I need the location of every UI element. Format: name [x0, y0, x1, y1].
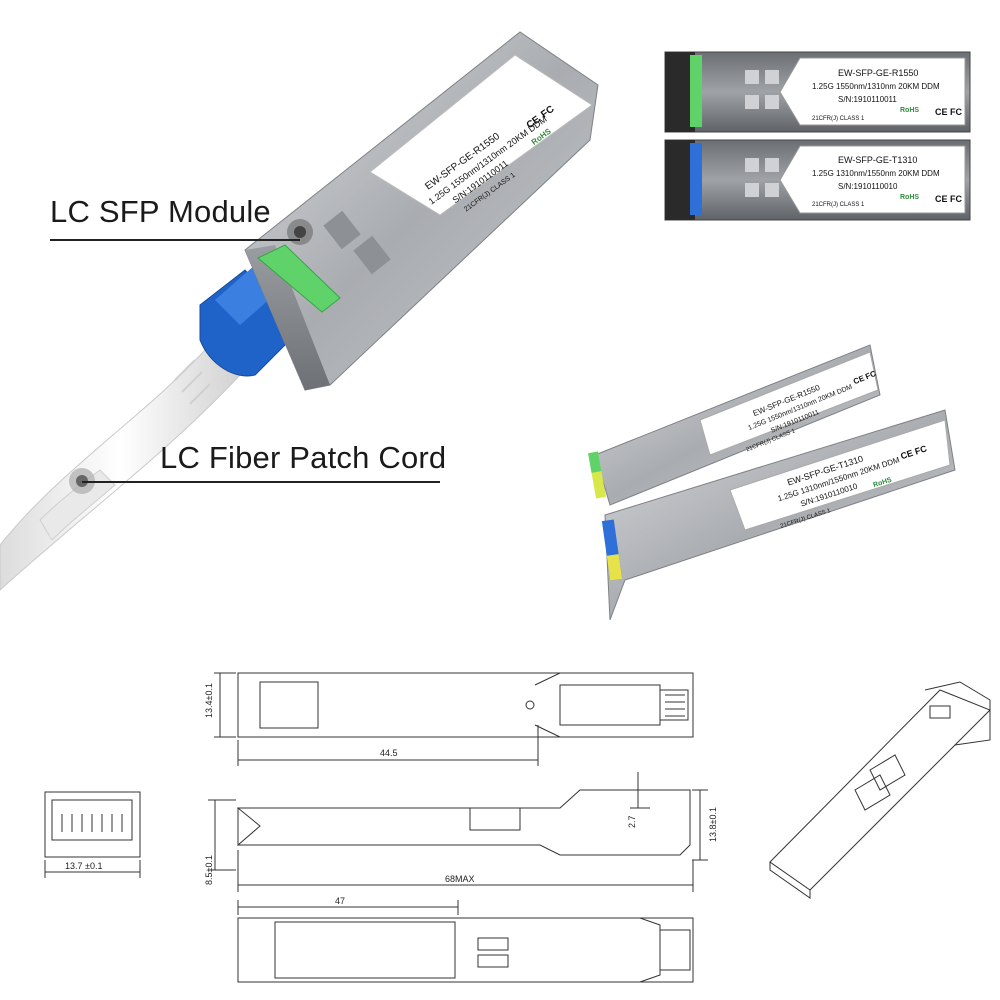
top2-class: 21CFR(J) CLASS 1 [812, 202, 865, 208]
top-module-2 [664, 139, 971, 221]
top2-spec: 1.25G 1310nm/1550nm 20KM DDM [812, 169, 940, 178]
dim-height-front: 8.5±0.1 [204, 855, 214, 885]
top2-model: EW-SFP-GE-T1310 [838, 155, 917, 165]
top2-rohs: RoHS [900, 194, 919, 201]
pair1-fc: FC [864, 369, 877, 381]
pair2-fc: FC [914, 443, 929, 456]
top2-fc: FC [950, 194, 962, 204]
technical-drawing [44, 672, 991, 983]
top1-sn: S/N:1910110011 [838, 95, 897, 104]
lc-fiber-patch-cord-label: LC Fiber Patch Cord [160, 440, 447, 475]
green-latch [257, 244, 341, 313]
dim-length-bottom: 47 [335, 896, 345, 906]
top1-spec: 1.25G 1550nm/1310nm 20KM DDM [812, 82, 940, 91]
dim-height-side: 13.8±0.1 [708, 807, 718, 842]
top2-sn: S/N:1910110010 [838, 182, 898, 191]
top-module-1 [664, 51, 971, 133]
top1-fc: FC [950, 107, 962, 117]
top1-ce: CE [935, 107, 948, 117]
dim-height-top: 13.4±0.1 [204, 683, 214, 718]
module-label-plate [369, 54, 593, 216]
top1-rohs: RoHS [900, 107, 919, 114]
top1-model: EW-SFP-GE-R1550 [838, 68, 918, 78]
lc-sfp-module-label: LC SFP Module [50, 194, 271, 229]
pair2-ce: CE [899, 448, 914, 461]
dim-gap: 2.7 [627, 815, 637, 828]
top1-class: 21CFR(J) CLASS 1 [812, 116, 865, 122]
main-sfp-module [0, 31, 599, 591]
module-pair [588, 344, 956, 621]
dim-length-top: 44.5 [380, 748, 398, 758]
dim-width-front: 13.7 ±0.1 [65, 861, 102, 871]
top2-ce: CE [935, 194, 948, 204]
dim-length-max: 68MAX [445, 874, 475, 884]
pair1-ce: CE [852, 373, 866, 386]
